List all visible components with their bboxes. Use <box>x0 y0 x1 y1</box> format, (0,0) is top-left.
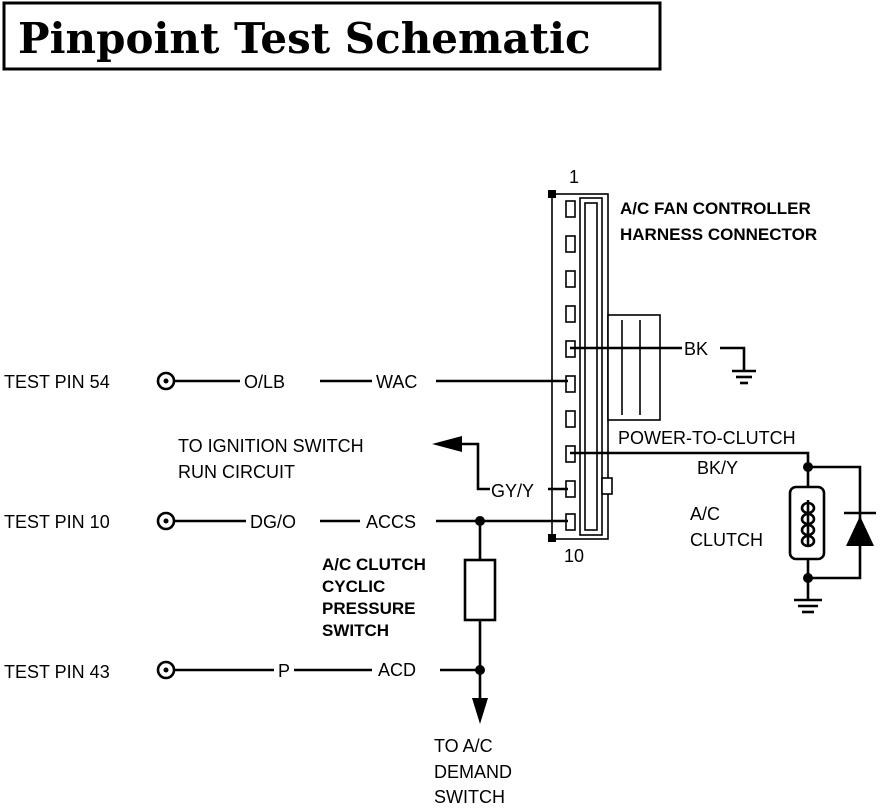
cyclic-label-line2: CYCLIC <box>322 577 385 596</box>
cyclic-label-line1: A/C CLUTCH <box>322 555 426 574</box>
connector-name-line1: A/C FAN CONTROLLER <box>620 199 811 218</box>
circuit-acd: TEST PIN 43 P ACD TO A/C DEMAND SWITCH <box>4 660 512 807</box>
wire-color-dgo: DG/O <box>250 512 296 532</box>
wire-color-olb: O/LB <box>244 372 285 392</box>
clutch-label-line1: A/C <box>690 504 720 524</box>
cyclic-label-line4: SWITCH <box>322 621 389 640</box>
page-title: Pinpoint Test Schematic <box>18 14 591 63</box>
title-border <box>2 1 662 71</box>
connector-key <box>601 477 613 495</box>
test-pin-54-label: TEST PIN 54 <box>4 372 110 392</box>
connector-name-line2: HARNESS CONNECTOR <box>620 225 817 244</box>
pin-number-first: 1 <box>569 167 579 187</box>
pin-cavity <box>565 235 576 253</box>
pin-cavity <box>565 305 576 323</box>
circuit-ignition: TO IGNITION SWITCH RUN CIRCUIT GY/Y <box>178 436 568 501</box>
connector-pin-cavities <box>565 200 576 531</box>
demand-label-line1: TO A/C <box>434 736 493 756</box>
arrow-down-icon <box>472 698 488 724</box>
circuit-name-wac: WAC <box>376 372 417 392</box>
ground-symbol <box>794 598 822 614</box>
ignition-label-line2: RUN CIRCUIT <box>178 462 295 482</box>
ac-clutch-assembly: A/C CLUTCH <box>690 462 876 614</box>
connector-inner-slot <box>579 197 603 536</box>
test-pin-43-label: TEST PIN 43 <box>4 662 110 682</box>
pin-cavity <box>565 270 576 288</box>
circuit-name-accs: ACCS <box>366 512 416 532</box>
clamp-diode-icon <box>844 511 876 546</box>
pin-cavity <box>565 200 576 218</box>
pressure-switch-symbol <box>463 558 497 622</box>
circuit-accs: TEST PIN 10 DG/O ACCS <box>4 511 568 532</box>
wire-color-bky: BK/Y <box>697 458 738 478</box>
connector-tab-bottom <box>548 534 556 542</box>
cyclic-pressure-switch: A/C CLUTCH CYCLIC PRESSURE SWITCH <box>322 521 497 668</box>
demand-label-line3: SWITCH <box>434 787 505 807</box>
pin-cavity <box>565 410 576 428</box>
wire-color-gyy: GY/Y <box>491 481 534 501</box>
title-block: Pinpoint Test Schematic <box>2 1 662 71</box>
connector-latch <box>607 314 661 421</box>
circuit-wac: TEST PIN 54 O/LB WAC <box>4 371 568 392</box>
circuit-power-to-clutch: POWER-TO-CLUTCH BK/Y <box>570 428 810 478</box>
circuit-name-acd: ACD <box>378 660 416 680</box>
test-pin-10-label: TEST PIN 10 <box>4 512 110 532</box>
demand-label-line2: DEMAND <box>434 762 512 782</box>
clutch-label-line2: CLUTCH <box>690 530 763 550</box>
harness-connector: 1 10 A/C FAN CONTROLLER HARNESS CONNECTO… <box>548 167 817 566</box>
clutch-coil-icon <box>800 501 816 548</box>
ground-symbol <box>732 369 756 385</box>
circuit-bk-ground: BK <box>570 339 756 385</box>
connector-inner-rail <box>584 202 598 531</box>
pin-number-last: 10 <box>564 546 584 566</box>
power-to-clutch-label: POWER-TO-CLUTCH <box>618 428 796 448</box>
connector-tab-top <box>548 190 556 198</box>
arrow-left-icon <box>432 436 462 452</box>
wire-color-bk: BK <box>684 339 708 359</box>
wire-color-p: P <box>278 661 290 681</box>
pin-cavity <box>565 375 576 393</box>
cyclic-label-line3: PRESSURE <box>322 599 416 618</box>
ignition-label-line1: TO IGNITION SWITCH <box>178 436 364 456</box>
